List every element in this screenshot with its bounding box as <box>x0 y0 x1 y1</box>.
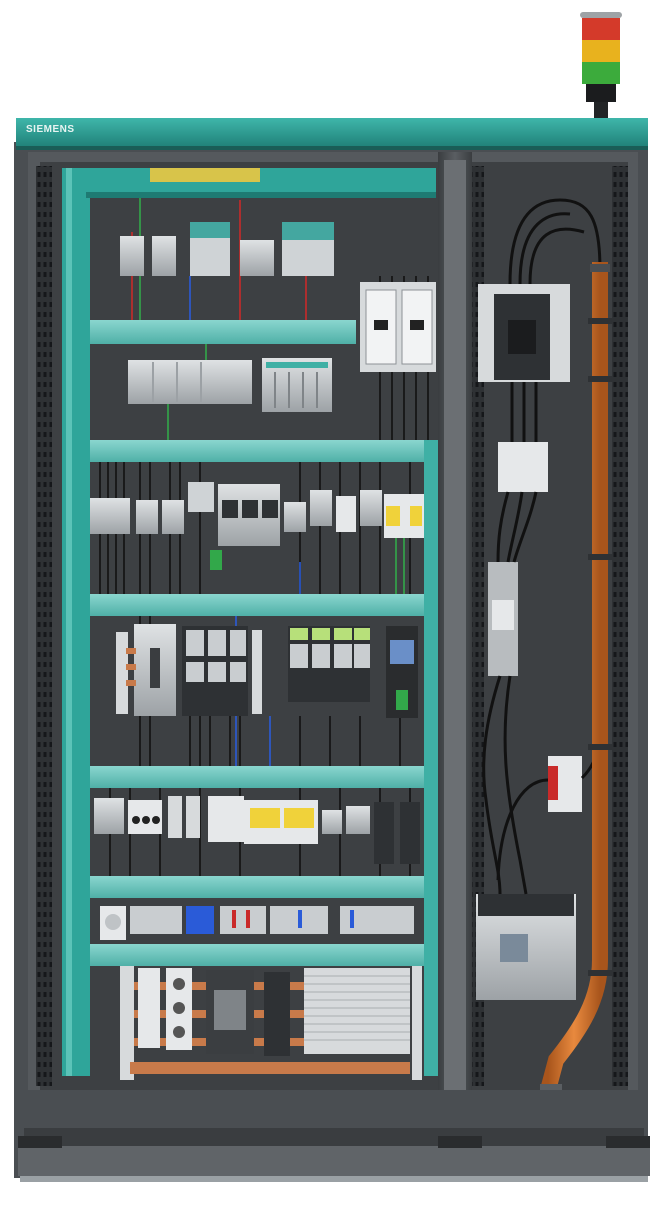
row1-components <box>120 168 334 276</box>
signal-light-red <box>582 18 620 40</box>
row5-relays <box>94 796 420 864</box>
plc-rack <box>128 358 332 412</box>
brand-logo: SIEMENS <box>26 124 75 135</box>
signal-light-amber <box>582 40 620 62</box>
signal-light-green <box>582 62 620 84</box>
right-perforated-rail <box>612 166 628 1086</box>
cabinet-top-bar <box>16 118 648 148</box>
cabinet-plinth <box>18 1146 650 1176</box>
terminal-blocks <box>100 906 414 940</box>
copper-conduit <box>540 262 608 1093</box>
row3-contactors <box>90 482 424 570</box>
right-bay-components <box>476 198 612 1100</box>
row4-motor-starters <box>116 624 418 718</box>
left-perforated-rail <box>36 166 52 1086</box>
main-breakers <box>360 282 436 372</box>
signal-tower <box>580 12 622 120</box>
busbar-section <box>120 966 422 1080</box>
horizontal-ducts <box>90 320 424 966</box>
